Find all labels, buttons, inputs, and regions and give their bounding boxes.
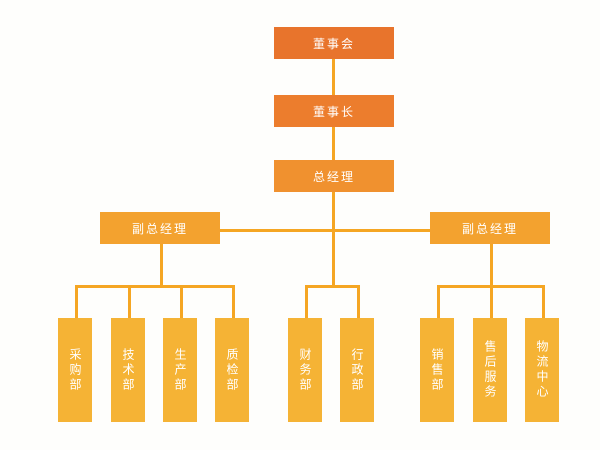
node-general-manager-label: 总经理 xyxy=(312,169,355,184)
connector-vgm-left-to-bracket xyxy=(160,244,163,285)
node-department-technology-label: 技术部 xyxy=(121,347,135,393)
node-vice-general-manager-left[interactable]: 副总经理 xyxy=(100,212,220,244)
connector-drop-production xyxy=(180,285,183,318)
connector-drop-sales xyxy=(437,285,440,318)
node-department-finance[interactable]: 财务部 xyxy=(288,318,322,422)
connector-drop-administration xyxy=(357,285,360,318)
node-department-after-sales[interactable]: 售后服务 xyxy=(473,318,507,422)
node-department-technology[interactable]: 技术部 xyxy=(111,318,145,422)
node-department-production-label: 生产部 xyxy=(173,347,187,393)
node-department-production[interactable]: 生产部 xyxy=(163,318,197,422)
connector-vgm-right-to-bracket xyxy=(490,244,493,285)
node-department-sales[interactable]: 销售部 xyxy=(420,318,454,422)
connector-gm-to-spine xyxy=(332,192,335,231)
connector-board-to-chairman xyxy=(332,59,335,95)
connector-drop-finance xyxy=(305,285,308,318)
node-chairman[interactable]: 董事长 xyxy=(274,95,394,127)
node-vice-general-manager-right[interactable]: 副总经理 xyxy=(430,212,550,244)
connector-drop-purchasing xyxy=(75,285,78,318)
node-board-label: 董事会 xyxy=(312,36,355,51)
node-board[interactable]: 董事会 xyxy=(274,27,394,59)
node-department-administration[interactable]: 行政部 xyxy=(340,318,374,422)
connector-drop-technology xyxy=(128,285,131,318)
connector-drop-logistics xyxy=(542,285,545,318)
node-department-finance-label: 财务部 xyxy=(298,347,312,393)
node-department-sales-label: 销售部 xyxy=(430,347,444,393)
node-department-after-sales-label: 售后服务 xyxy=(483,340,497,400)
node-department-administration-label: 行政部 xyxy=(350,347,364,393)
connector-middle-group-bracket xyxy=(305,285,360,288)
node-general-manager[interactable]: 总经理 xyxy=(274,160,394,192)
node-department-purchasing[interactable]: 采购部 xyxy=(58,318,92,422)
node-department-logistics[interactable]: 物流中心 xyxy=(525,318,559,422)
connector-left-group-bracket xyxy=(75,285,235,288)
node-vice-general-manager-left-label: 副总经理 xyxy=(131,221,188,236)
node-vice-general-manager-right-label: 副总经理 xyxy=(461,221,518,236)
node-department-logistics-label: 物流中心 xyxy=(535,340,549,400)
node-department-quality-label: 质检部 xyxy=(225,347,239,393)
node-chairman-label: 董事长 xyxy=(312,104,355,119)
connector-chairman-to-gm xyxy=(332,127,335,160)
connector-drop-quality xyxy=(232,285,235,318)
node-department-purchasing-label: 采购部 xyxy=(68,347,82,393)
connector-spine-to-middle-group xyxy=(332,229,335,285)
connector-drop-after-sales xyxy=(490,285,493,318)
node-department-quality[interactable]: 质检部 xyxy=(215,318,249,422)
